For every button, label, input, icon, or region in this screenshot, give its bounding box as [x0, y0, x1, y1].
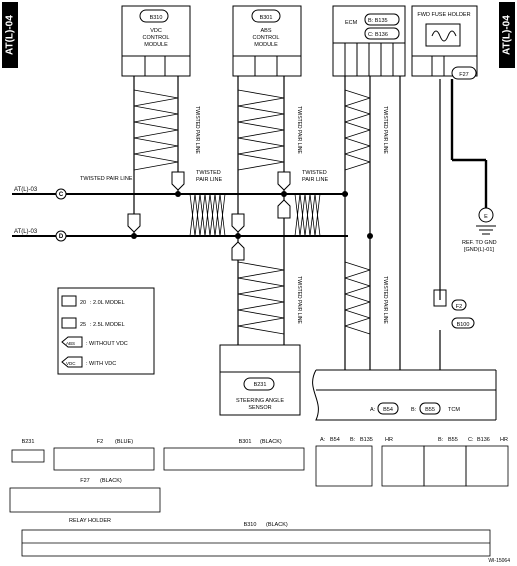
line-d-letter: D	[59, 234, 64, 240]
conn-b231-title: B231	[22, 439, 35, 445]
vdc-name3: MODULE	[144, 42, 168, 48]
ground-symbol	[476, 207, 496, 235]
steering-code: B231	[254, 382, 267, 388]
vdc-control-module	[121, 5, 191, 77]
conn-f2-title: F2	[97, 439, 103, 445]
conn-b55-prefix: B:	[438, 437, 444, 443]
conn-b55-title: B55	[448, 437, 458, 443]
conn-b310-color: (BLACK)	[266, 522, 288, 528]
fuse-name: FWD FUSE HOLDER	[417, 12, 470, 18]
conn-f2-color: (BLUE)	[115, 439, 133, 445]
connector-grids	[9, 445, 509, 557]
abs-name2: CONTROL	[253, 35, 280, 41]
steering-angle-sensor	[219, 344, 301, 416]
ecm-conn-c: C: B136	[368, 32, 388, 38]
ref-gnd-1: REF. TO GND	[462, 240, 497, 246]
twisted-label-right: TWISTED	[302, 170, 327, 176]
tcm-module	[312, 369, 497, 421]
conn-b55-mid: C:	[468, 437, 474, 443]
fwd-fuse-holder	[411, 5, 478, 80]
steering-name2: SENSOR	[248, 405, 271, 411]
conn-b54-title: B54	[330, 437, 340, 443]
tcm-conn-b-code: B55	[425, 407, 435, 413]
twisted-pair-marks	[133, 89, 371, 335]
twisted-pair-label-left: TWISTED PAIR LINE	[80, 176, 133, 182]
conn-b54-prefix: A:	[320, 437, 326, 443]
line-c-label: AT(L)-03	[14, 187, 38, 193]
vdc-code: B310	[150, 15, 163, 21]
twisted-label-mid: TWISTED	[196, 170, 221, 176]
conn-b54-mid: B:	[350, 437, 356, 443]
legend-20: 20	[80, 300, 86, 306]
abs-code: B301	[260, 15, 273, 21]
legend-abs-text: : WITHOUT VDC	[86, 341, 128, 347]
legend-25-text: : 2.5L MODEL	[90, 322, 125, 328]
line-c-letter: C	[59, 192, 64, 198]
legend-25: 25	[80, 322, 86, 328]
tcm-conn-b: B:	[411, 407, 417, 413]
vdc-name2: CONTROL	[143, 35, 170, 41]
fuse-b100-label: B100	[457, 322, 470, 328]
figure-code: WI-15064	[488, 558, 510, 564]
legend-abs-tag: ABS	[66, 341, 75, 346]
conn-f27-color: (BLACK)	[100, 478, 122, 484]
pair-line-label-mid: PAIR LINE	[196, 177, 223, 183]
abs-name3: MODULE	[254, 42, 278, 48]
fuse-f2	[433, 289, 475, 329]
twisted-pair-label-ecm: TWISTED PAIR LINE	[382, 106, 388, 154]
conn-b310-title: B310	[244, 522, 257, 528]
legend-20-text: : 2.0L MODEL	[90, 300, 125, 306]
ecm-conn-b: B: B135	[368, 18, 388, 24]
twisted-pair-label-abs: TWISTED PAIR LINE	[296, 106, 302, 154]
abs-name1: ABS	[260, 28, 271, 34]
tcm-conn-a: A:	[370, 407, 376, 413]
abs-control-module	[232, 5, 302, 77]
legend-vdc-tag: VDC	[66, 361, 76, 366]
conn-b301-title: B301	[239, 439, 252, 445]
option-arrow-tags	[127, 171, 291, 261]
conn-b55-title2: B136	[477, 437, 490, 443]
vdc-name1: VDC	[150, 28, 162, 34]
conn-f27-title: F27	[80, 478, 89, 484]
twisted-pair-label-tcm: TWISTED PAIR LINE	[382, 276, 388, 324]
line-end-markers	[55, 188, 67, 242]
line-d-label: AT(L)-03	[14, 229, 38, 235]
twisted-pair-label-sensor: TWISTED PAIR LINE	[296, 276, 302, 324]
ref-gnd-2: [GND(L)-01]	[464, 247, 494, 253]
twisted-pair-label-vdc: TWISTED PAIR LINE	[194, 106, 200, 154]
fuse-f2-label: F2	[456, 304, 462, 310]
ecm-name: ECM	[345, 20, 358, 26]
steering-name1: STEERING ANGLE	[236, 398, 284, 404]
tcm-name: TCM	[448, 407, 460, 413]
tcm-conn-a-code: B54	[383, 407, 393, 413]
conn-b301-color: (BLACK)	[260, 439, 282, 445]
ground-e: E	[484, 214, 488, 220]
legend-vdc-text: : WITH VDC	[86, 361, 116, 367]
fuse-conn: F27	[459, 72, 468, 78]
conn-b54-title2: B135	[360, 437, 373, 443]
pair-line-label-right: PAIR LINE	[302, 177, 329, 183]
conn-b54-suffix: HR	[385, 437, 393, 443]
conn-b55-suffix: HR	[500, 437, 508, 443]
junction-dots	[131, 191, 373, 239]
conn-f27-caption: RELAY HOLDER	[69, 518, 111, 524]
ecm-module	[332, 5, 406, 77]
legend-box	[57, 287, 155, 375]
